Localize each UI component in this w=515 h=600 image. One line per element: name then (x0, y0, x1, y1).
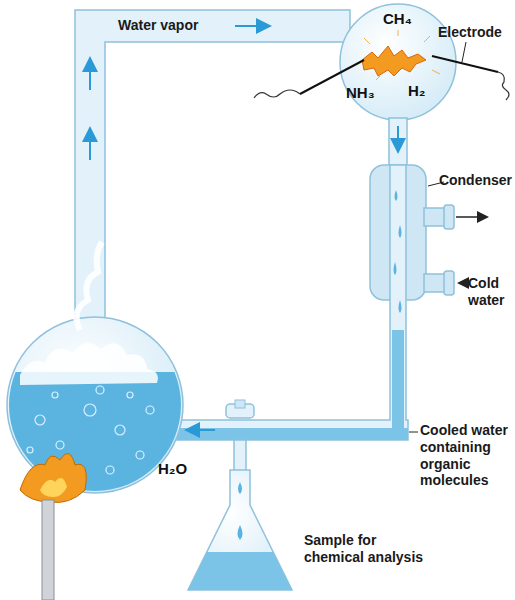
water (188, 552, 292, 590)
gas-formula: CH₄ (383, 10, 412, 28)
drop (238, 482, 242, 494)
part-label: Cold water (468, 275, 512, 309)
flow-arrow (89, 60, 91, 90)
bubble (127, 392, 133, 398)
leader-line (409, 432, 418, 433)
tube-label: Water vapor (118, 17, 198, 34)
electrode (432, 56, 498, 72)
spark-chamber (340, 4, 456, 120)
compound-label: H₂O (158, 460, 187, 478)
bubble (136, 451, 144, 459)
steam (76, 242, 102, 330)
flow-arrow (89, 130, 91, 160)
bubble (146, 406, 154, 414)
bubbles (27, 386, 154, 474)
glass-tube (170, 165, 408, 440)
part-label: Sample for chemical analysis (304, 532, 424, 566)
flow-arrow (460, 282, 466, 284)
flow-arrow (397, 126, 399, 150)
wire (254, 90, 300, 98)
water (170, 428, 408, 440)
gas-formula: H₂ (408, 82, 426, 100)
part-label: Electrode (438, 24, 502, 41)
bubble (96, 386, 104, 394)
water (0, 372, 200, 512)
bubble (27, 447, 33, 453)
flame (40, 478, 67, 497)
condenser-port (444, 271, 454, 295)
bubble (84, 404, 96, 416)
bubble (106, 466, 114, 474)
water (392, 330, 404, 428)
sample-flask (188, 470, 292, 590)
leader-line (462, 42, 466, 62)
burner (42, 500, 54, 600)
flow-arrow (188, 429, 215, 431)
condenser-port (444, 205, 454, 229)
flow-arrow (456, 216, 486, 218)
part-label: Condenser (439, 172, 512, 189)
bubble (35, 415, 45, 425)
drops (394, 190, 402, 313)
part-label: Cooled water containing organic molecule… (420, 422, 512, 489)
wire (498, 72, 509, 100)
electric-spark (362, 46, 426, 76)
bubble (52, 392, 58, 398)
flame (20, 454, 86, 503)
bubble (56, 441, 64, 449)
glass-tube (75, 10, 350, 330)
glass-tube (389, 118, 407, 170)
bubble (115, 425, 125, 435)
stopcock (235, 400, 245, 408)
steam (20, 343, 158, 385)
spark-rays (364, 30, 440, 80)
flow-arrow (235, 25, 268, 27)
drop (238, 525, 243, 540)
gas-formula: NH₃ (346, 84, 375, 102)
